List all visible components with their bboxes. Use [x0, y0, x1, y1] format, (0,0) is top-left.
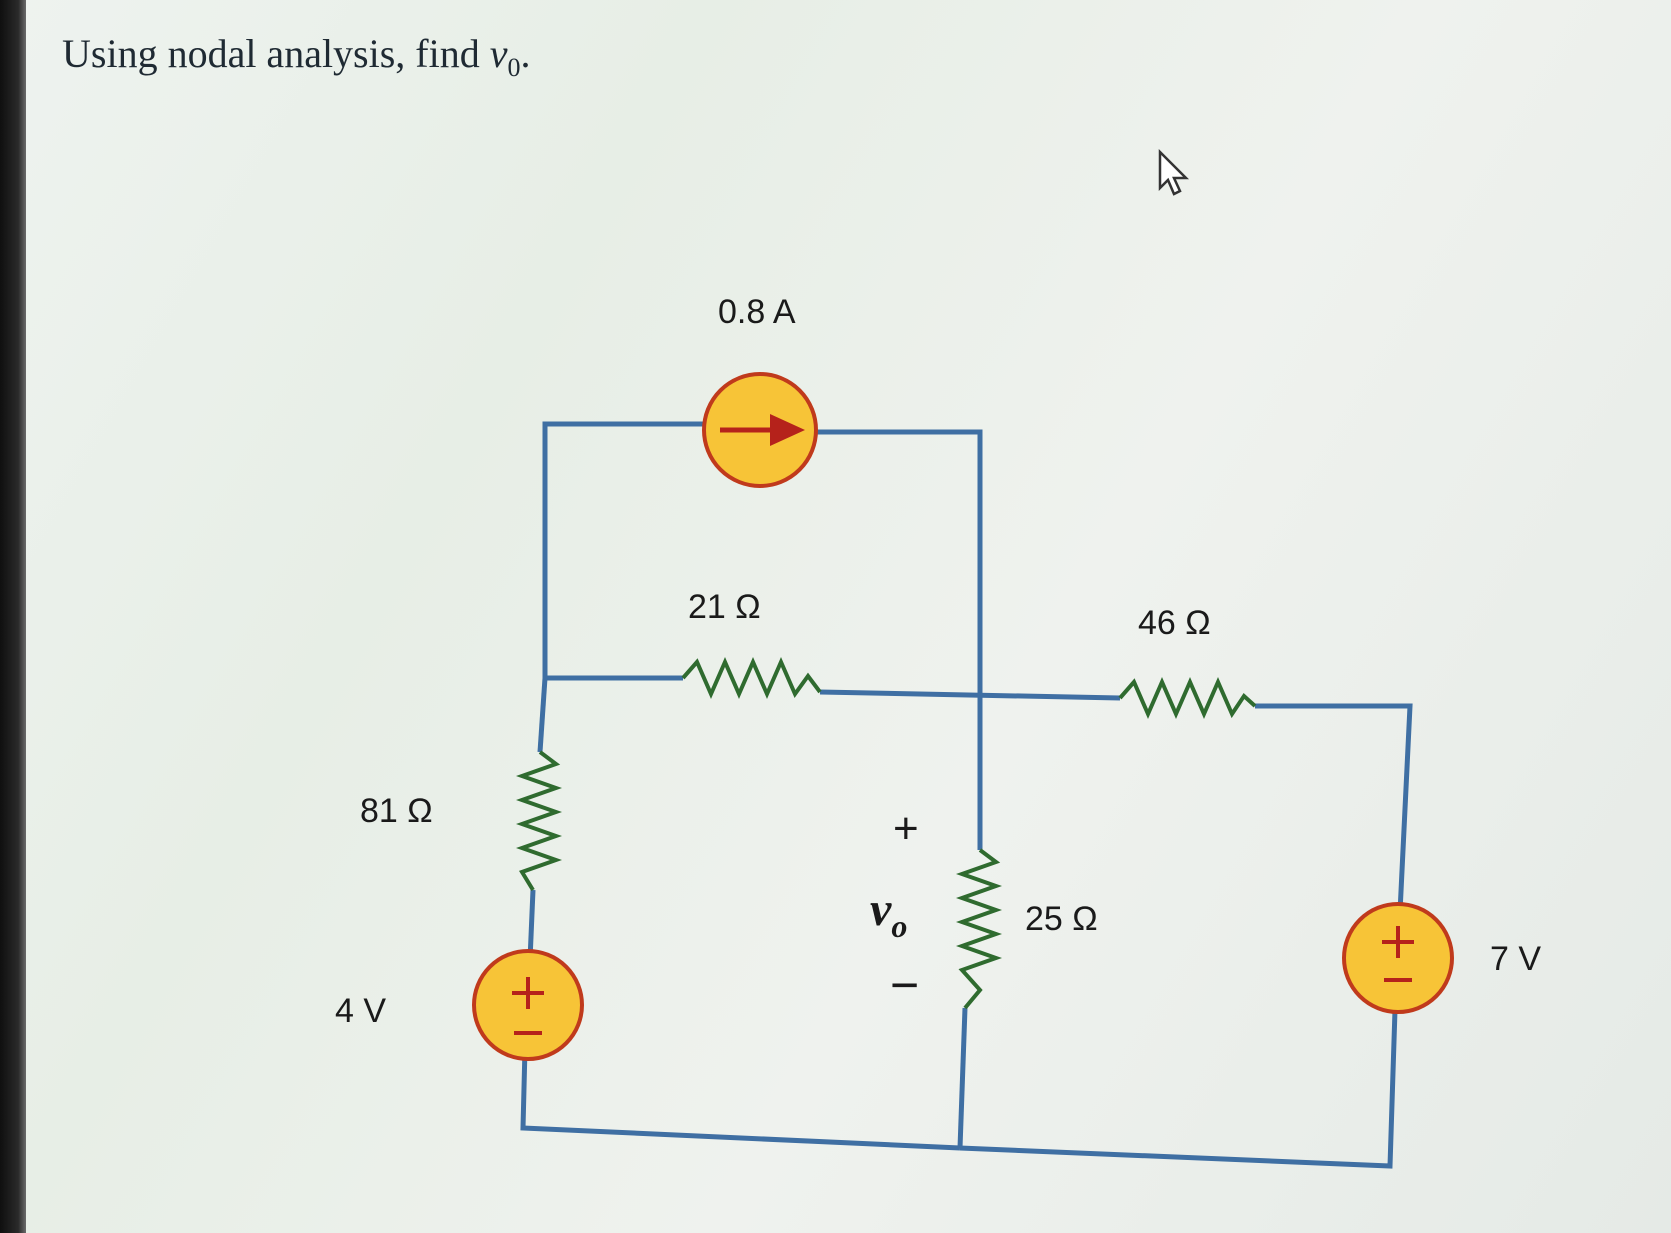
vo-variable: vo: [870, 883, 907, 944]
resistor-46-ohm: [1118, 677, 1257, 719]
current-source: [702, 372, 818, 488]
voltage-source-right-label: 7 V: [1490, 940, 1541, 978]
resistor-21-label: 21 Ω: [688, 588, 761, 626]
circuit-wires: [520, 421, 1413, 1169]
wire-top-right: [815, 429, 983, 850]
vo-variable-letter: v: [870, 883, 892, 936]
wire-bottom-right: [959, 1009, 1398, 1169]
vo-plus-sign: +: [893, 804, 919, 853]
question-text: Using nodal analysis, find v0.: [62, 30, 531, 83]
wire-21-to-46: [819, 689, 1121, 701]
screen-bezel-edge: [0, 0, 26, 1233]
wire-middle-bottom: [957, 1007, 968, 1149]
wire-left-vertical-upper: [537, 677, 548, 753]
voltage-source-right: [1342, 902, 1454, 1014]
question-variable: v: [489, 31, 508, 76]
wire-left-vertical-lower: [527, 889, 536, 961]
resistor-25-label: 25 Ω: [1025, 900, 1098, 938]
mouse-cursor-icon: [1158, 148, 1190, 196]
question-variable-subscript: 0: [507, 53, 521, 82]
resistor-25-ohm: [955, 848, 1003, 1010]
vo-minus-sign: −: [890, 957, 919, 1013]
plus-sign-icon: [1382, 926, 1414, 958]
question-suffix: .: [520, 31, 531, 76]
resistor-81-ohm: [515, 750, 563, 892]
question-prefix: Using nodal analysis, find: [62, 31, 490, 76]
wire-top-left: [542, 421, 705, 678]
resistor-81-label: 81 Ω: [360, 792, 433, 830]
arrow-right-icon: [720, 414, 805, 446]
vo-variable-subscript: o: [891, 908, 907, 944]
resistor-21-ohm: [681, 657, 822, 699]
voltage-source-left: [472, 949, 584, 1061]
wire-46-to-right: [1255, 703, 1413, 913]
plus-sign-icon: [512, 977, 544, 1009]
resistor-46-label: 46 Ω: [1138, 604, 1211, 642]
voltage-source-left-label: 4 V: [335, 992, 386, 1030]
wire-left-bottom: [520, 1047, 961, 1151]
current-source-label: 0.8 A: [718, 293, 796, 331]
